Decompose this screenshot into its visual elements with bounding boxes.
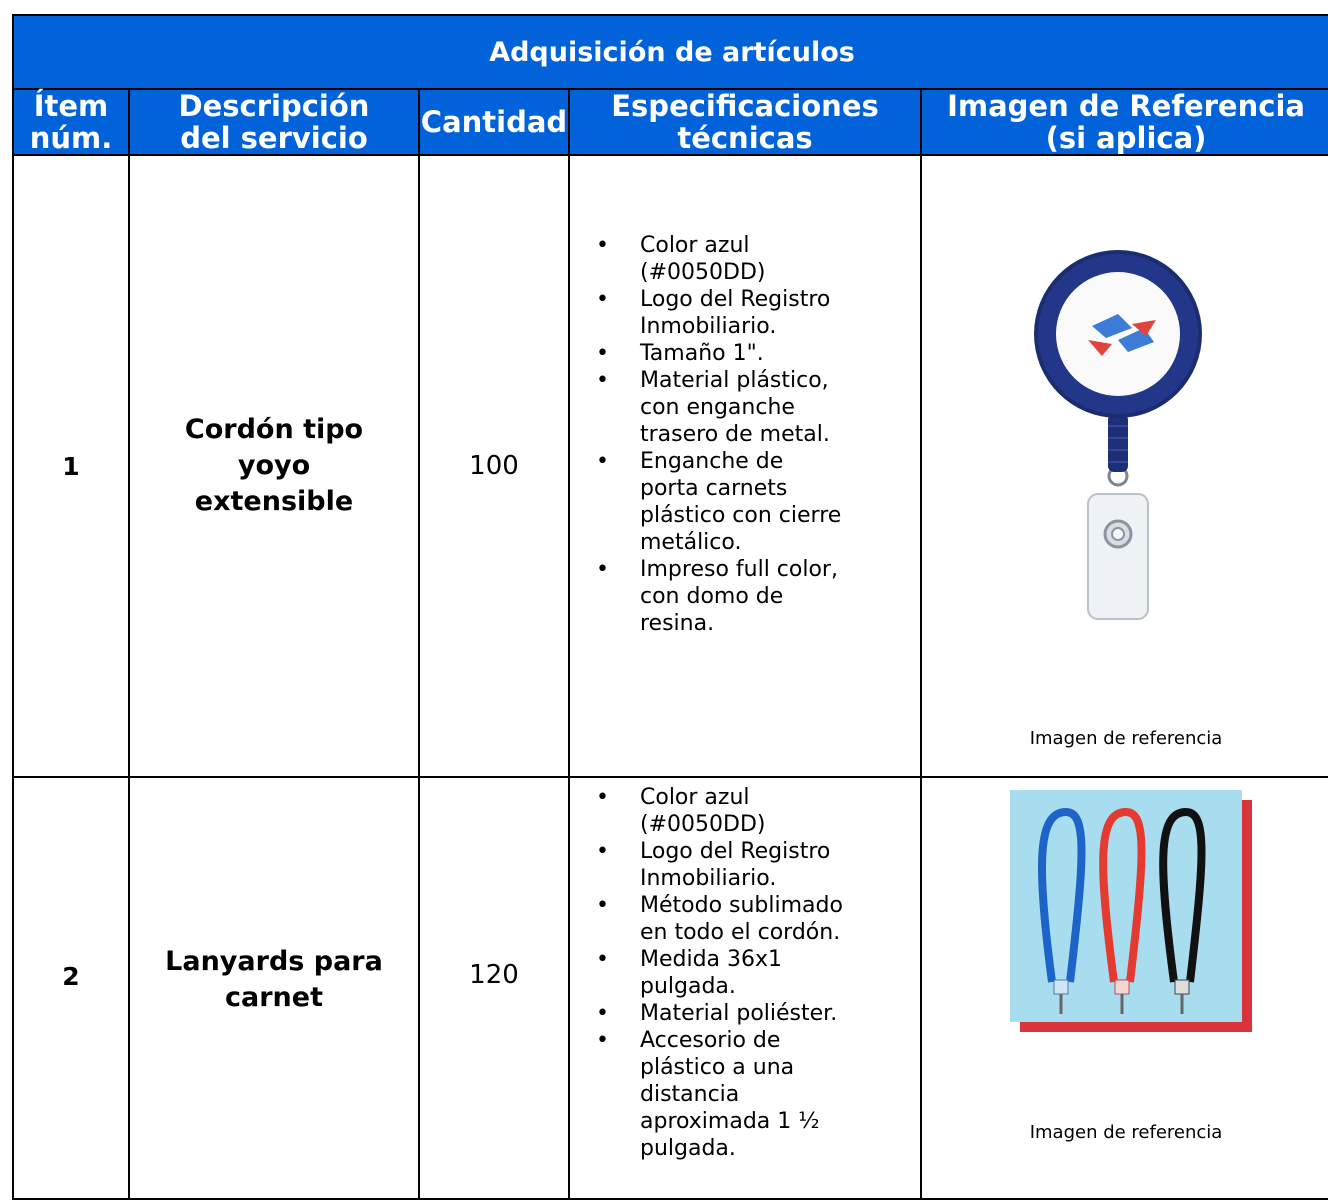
spec-line: Inmobiliario. (640, 314, 777, 339)
spec-line: con domo de (640, 584, 784, 609)
spec-line: pulgada. (640, 1136, 736, 1161)
header-item: Ítem núm. (12, 88, 130, 156)
spec-line: plástico a una (640, 1055, 795, 1080)
image-caption: Imagen de referencia (1029, 1122, 1223, 1143)
item-number: 2 (12, 776, 130, 1200)
item-number: 1 (12, 154, 130, 778)
spec-line: Logo del Registro (640, 287, 831, 312)
spec-line: Método sublimado (640, 893, 843, 918)
spec-line: Medida 36x1 (640, 947, 783, 972)
spec-item: Logo del Registro Inmobiliario. (596, 838, 912, 892)
spec-item: Color azul (#0050DD) (596, 232, 912, 286)
spec-item: Accesorio de plástico a una distancia ap… (596, 1027, 912, 1162)
spec-line: (#0050DD) (640, 812, 766, 837)
item-quantity: 100 (418, 154, 570, 778)
desc-line: extensible (194, 486, 354, 517)
header-quantity: Cantidad (418, 88, 570, 156)
spec-line: con enganche (640, 395, 795, 420)
spec-line: Inmobiliario. (640, 866, 777, 891)
spec-item: Color azul (#0050DD) (596, 784, 912, 838)
spec-line: Tamaño 1". (640, 341, 764, 366)
spec-line: distancia (640, 1082, 740, 1107)
spec-item: Método sublimado en todo el cordón. (596, 892, 912, 946)
table-row: 2 Lanyards para carnet 120 Color azul (#… (12, 776, 1328, 1200)
spec-list: Color azul (#0050DD) Logo del Registro I… (570, 778, 920, 1162)
item-description: Cordón tipo yoyo extensible (128, 154, 420, 778)
lanyards-image (1010, 790, 1252, 1032)
spec-line: Color azul (640, 785, 750, 810)
spec-item: Medida 36x1 pulgada. (596, 946, 912, 1000)
item-number-text: 2 (62, 962, 80, 991)
item-quantity: 120 (418, 776, 570, 1200)
spec-line: plástico con cierre (640, 503, 842, 528)
spec-list: Color azul (#0050DD) Logo del Registro I… (570, 156, 920, 637)
reference-image-cell: Imagen de referencia (919, 154, 1328, 778)
spec-line: metálico. (640, 530, 742, 555)
header-row: Ítem núm. Descripción del servicio Canti… (12, 88, 1328, 156)
title-row: Adquisición de artículos (11, 14, 1328, 90)
desc-line: carnet (225, 982, 323, 1013)
spec-line: trasero de metal. (640, 422, 830, 447)
header-spec-line2: técnicas (677, 121, 813, 155)
desc-wrap: Lanyards para carnet (130, 944, 418, 1016)
spec-line: en todo el cordón. (640, 920, 841, 945)
item-specs: Color azul (#0050DD) Logo del Registro I… (568, 776, 922, 1200)
header-specs: Especificaciones técnicas (568, 88, 922, 156)
header-item-line1: Ítem (33, 89, 109, 123)
spec-item: Enganche de porta carnets plástico con c… (596, 448, 912, 556)
desc-line: Cordón tipo (184, 414, 364, 445)
reference-image-cell: Imagen de referencia (919, 776, 1328, 1200)
image-caption: Imagen de referencia (1029, 728, 1223, 749)
spec-line: (#0050DD) (640, 260, 766, 285)
spec-line: Accesorio de (640, 1028, 781, 1053)
item-description: Lanyards para carnet (128, 776, 420, 1200)
item-quantity-text: 120 (469, 960, 519, 990)
header-item-line2: núm. (29, 121, 113, 155)
spec-line: Material plástico, (640, 368, 829, 393)
header-description: Descripción del servicio (128, 88, 420, 156)
header-desc-line2: del servicio (180, 121, 368, 155)
header-image: Imagen de Referencia (si aplica) (919, 88, 1328, 156)
header-img-line1: Imagen de Referencia (947, 89, 1305, 123)
header-spec-line1: Especificaciones (611, 89, 879, 123)
desc-line: Lanyards para (165, 946, 383, 977)
spec-line: Material poliéster. (640, 1001, 838, 1026)
item-specs: Color azul (#0050DD) Logo del Registro I… (568, 154, 922, 778)
spec-line: aproximada 1 ½ (640, 1109, 820, 1134)
spec-item: Tamaño 1". (596, 340, 912, 367)
header-desc-line1: Descripción (178, 89, 370, 123)
spec-line: porta carnets (640, 476, 788, 501)
procurement-table: Adquisición de artículos Ítem núm. Descr… (11, 14, 1328, 1200)
spec-item: Material plástico, con enganche trasero … (596, 367, 912, 448)
table-row: 1 Cordón tipo yoyo extensible 100 Color … (12, 154, 1328, 778)
spec-line: Impreso full color, (640, 557, 838, 582)
badge-reel-image (1034, 250, 1202, 620)
spec-item: Logo del Registro Inmobiliario. (596, 286, 912, 340)
desc-line: yoyo (237, 450, 311, 481)
spec-line: pulgada. (640, 974, 736, 999)
spec-line: Enganche de (640, 449, 784, 474)
table-title: Adquisición de artículos (11, 14, 1328, 90)
header-img-line2: (si aplica) (1045, 121, 1207, 155)
spec-item: Impreso full color, con domo de resina. (596, 556, 912, 637)
spec-item: Material poliéster. (596, 1000, 912, 1027)
spec-line: Logo del Registro (640, 839, 831, 864)
spec-line: resina. (640, 611, 715, 636)
spec-line: Color azul (640, 233, 750, 258)
